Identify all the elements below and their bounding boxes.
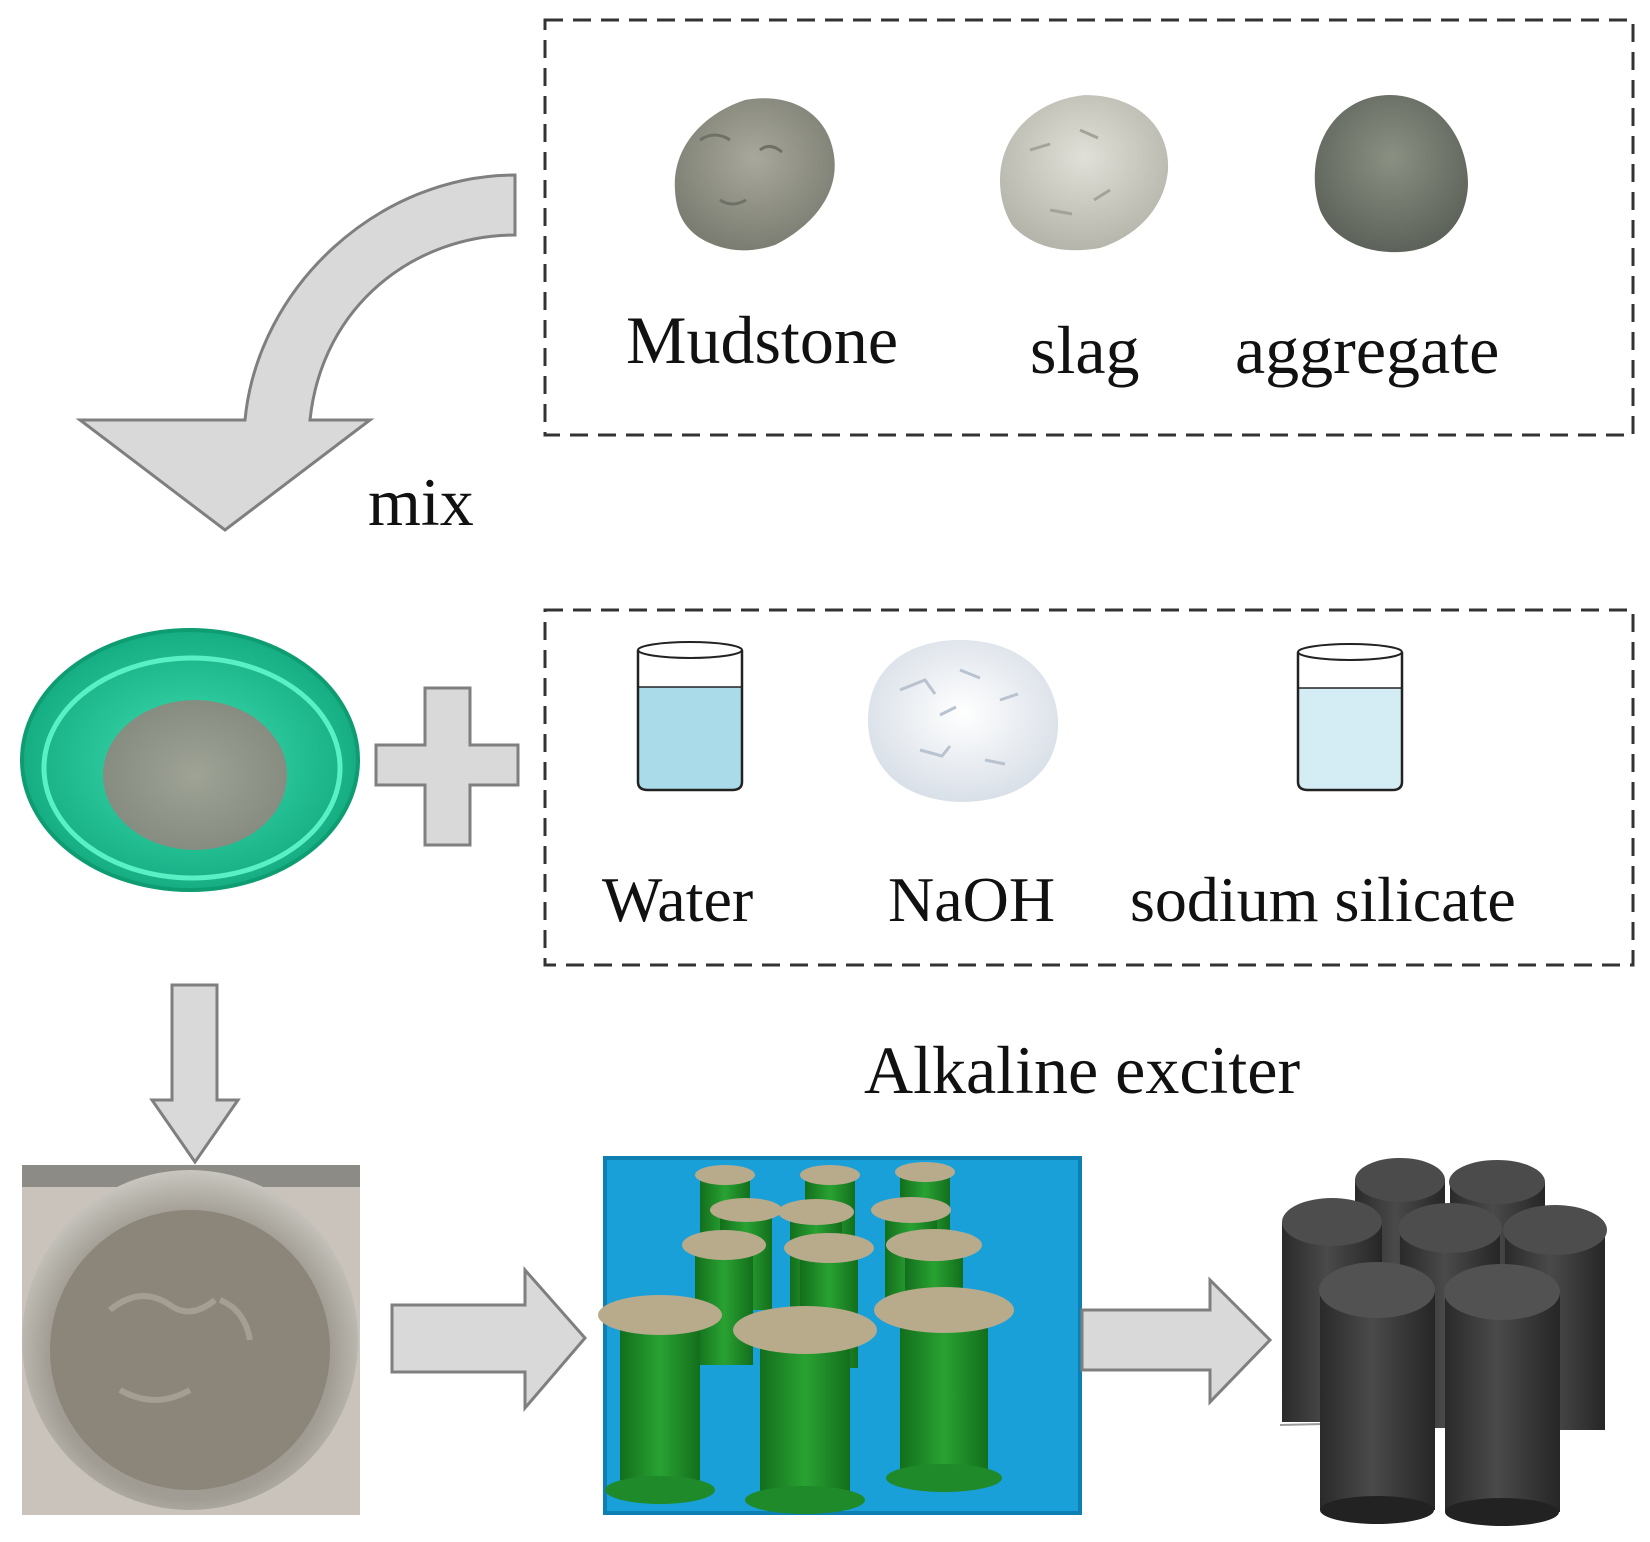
plus-sign	[374, 686, 520, 847]
mudstone-label: Mudstone	[626, 302, 898, 378]
aggregate-powder-image	[1314, 95, 1468, 253]
mix-curved-arrow	[75, 173, 517, 532]
mix-label: mix	[368, 464, 474, 540]
water-beaker-icon	[636, 641, 744, 792]
water-label: Water	[602, 864, 754, 935]
cured-specimens-image	[1279, 1158, 1607, 1526]
right-arrow-to-molds	[390, 1266, 587, 1413]
slag-powder-image	[1000, 95, 1169, 251]
aggregate-label: aggregate	[1235, 312, 1500, 388]
slurry-mixing-bowl-image	[22, 1165, 360, 1515]
slag-label: slag	[1030, 312, 1140, 388]
raw-materials-box	[543, 18, 1635, 437]
alkaline-exciter-box	[543, 608, 1635, 967]
sodium-silicate-label: sodium silicate	[1130, 864, 1516, 935]
down-arrow	[149, 983, 241, 1165]
sodium-silicate-beaker-icon	[1296, 643, 1404, 792]
mudstone-powder-image	[674, 98, 835, 251]
alkaline-exciter-caption: Alkaline exciter	[864, 1032, 1301, 1108]
right-arrow-to-specimens	[1080, 1276, 1273, 1406]
naoh-flakes-image	[868, 640, 1059, 802]
mixed-powder-bowl-image	[20, 628, 360, 892]
naoh-label: NaOH	[888, 864, 1056, 935]
molds-in-tray-image	[598, 1156, 1082, 1515]
